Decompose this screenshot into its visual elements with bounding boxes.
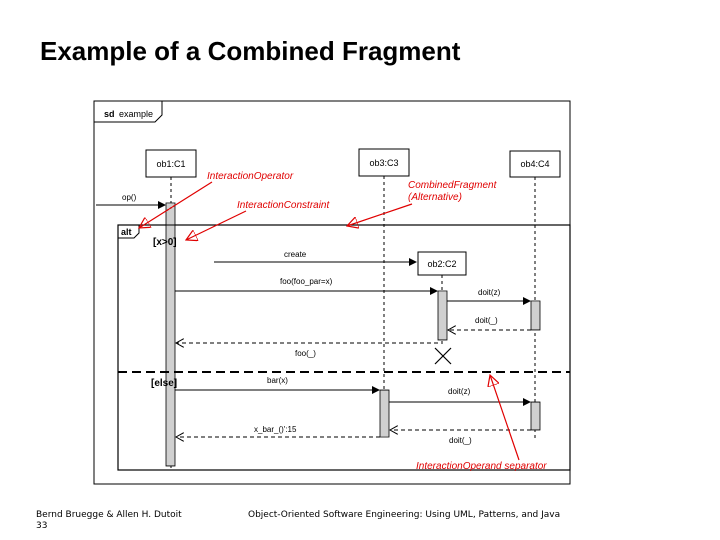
activation-bar-ob4-2 xyxy=(530,401,541,431)
footer-authors: Bernd Bruegge & Allen H. Dutoit xyxy=(36,510,182,520)
annotation-operand-separator: InteractionOperand separator xyxy=(416,461,547,472)
message-bar-label: bar(x) xyxy=(267,376,288,385)
message-foo-return-label: foo(_) xyxy=(295,349,316,358)
activation-bar-ob3 xyxy=(379,389,390,438)
slide-title: Example of a Combined Fragment xyxy=(40,36,461,66)
lifeline-label-ob1: ob1:C1 xyxy=(156,159,185,169)
message-bar-return-label: x_bar_()':15 xyxy=(254,425,297,434)
footer-authors-block: Bernd Bruegge & Allen H. Dutoit 33 xyxy=(36,510,182,532)
annotation-interaction-operator-arrow xyxy=(139,181,213,228)
annotation-combined-fragment-arrow xyxy=(347,203,413,226)
lifeline-label-ob4: ob4:C4 xyxy=(520,159,549,169)
lifeline-head-ob2 xyxy=(417,251,467,276)
message-create-label: create xyxy=(284,250,307,259)
footer-book-title: Object-Oriented Software Engineering: Us… xyxy=(248,510,561,520)
alt-fragment-tag xyxy=(118,225,140,239)
lifeline-head-ob1 xyxy=(145,149,197,178)
activation-bar-ob2 xyxy=(437,290,448,341)
activation-bar-ob1 xyxy=(165,202,176,467)
guard-x-gt-0: [x>0] xyxy=(153,237,177,248)
annotation-combined-fragment-line1: CombinedFragment xyxy=(408,180,498,191)
lifeline-label-ob2: ob2:C2 xyxy=(427,259,456,269)
lifeline-label-ob3: ob3:C3 xyxy=(369,158,398,168)
annotation-interaction-constraint: InteractionConstraint xyxy=(237,200,330,211)
sd-frame-tag xyxy=(94,101,163,123)
message-doit-1-label: doit(z) xyxy=(478,288,501,297)
annotation-operand-separator-arrow xyxy=(490,375,520,461)
footer-page-number: 33 xyxy=(36,521,48,531)
annotation-interaction-constraint-arrow xyxy=(186,210,247,240)
annotation-interaction-operator: InteractionOperator xyxy=(207,171,294,182)
alt-fragment xyxy=(117,224,571,471)
message-doit-1-return-label: doit(_) xyxy=(475,316,498,325)
message-op-label: op() xyxy=(122,193,137,202)
message-doit-2-return-label: doit(_) xyxy=(449,436,472,445)
alt-operator-label: alt xyxy=(121,227,132,237)
message-doit-2-label: doit(z) xyxy=(448,387,471,396)
destruction-marker xyxy=(434,347,452,365)
guard-else: [else] xyxy=(151,378,177,389)
sd-frame-tag-prefix: sd xyxy=(104,109,115,119)
sd-frame-tag-name: example xyxy=(119,109,153,119)
message-foo-label: foo(foo_par=x) xyxy=(280,277,333,286)
annotation-combined-fragment-line2: (Alternative) xyxy=(408,192,462,203)
activation-bar-ob4-1 xyxy=(530,300,541,331)
